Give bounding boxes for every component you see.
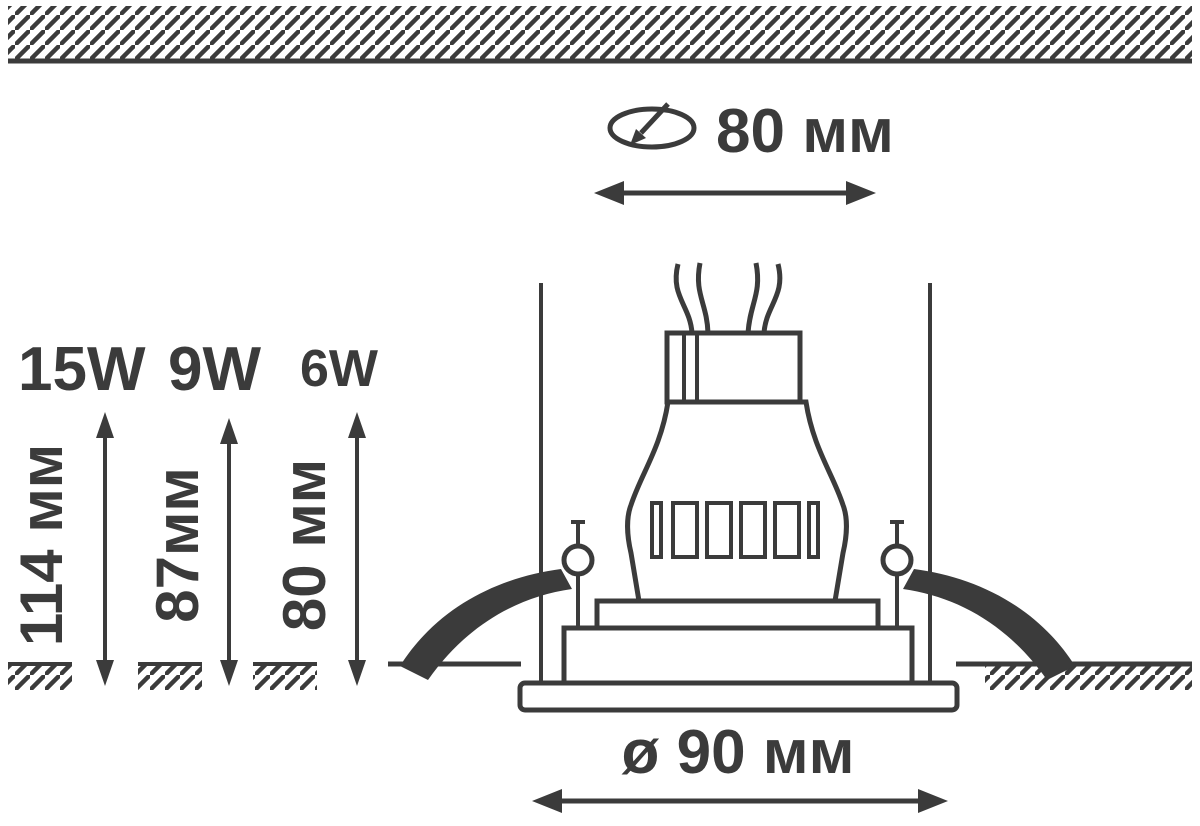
height-label-114mm: 114 мм xyxy=(8,444,75,646)
height-label-87mm: 87мм xyxy=(144,467,211,623)
clip-pivot-circle-left xyxy=(561,543,595,577)
ceiling-hatch-patch xyxy=(253,666,317,690)
spring-arm-right xyxy=(903,569,1075,680)
cutout-width-arrow xyxy=(594,181,876,205)
flange-dimension: ø 90 мм xyxy=(532,718,948,813)
cutout-hole-icon xyxy=(607,102,697,150)
power-wires xyxy=(673,262,783,334)
flange-width-arrow xyxy=(532,789,948,813)
fixture-flange xyxy=(517,680,960,713)
lamp-face-plate xyxy=(594,598,881,631)
lamp-vent-slots xyxy=(650,501,820,559)
fixture xyxy=(517,262,960,713)
power-label-15w: 15W xyxy=(18,335,146,404)
clip-pivot-circle-right xyxy=(880,543,914,577)
height-arrow-114mm xyxy=(96,412,114,686)
flange-diameter-label: ø 90 мм xyxy=(621,718,854,787)
spring-clip-right xyxy=(880,520,1075,680)
ceiling-hatch-patch xyxy=(138,666,202,690)
height-dimensions: 15W 9W 6W 114 мм 87мм 80 мм xyxy=(8,335,379,686)
mounting-clips xyxy=(400,520,1075,680)
ceiling-hatch-patch xyxy=(8,666,72,690)
ceiling-section-bottom xyxy=(8,661,1192,690)
ceiling-hatch-patch xyxy=(985,666,1192,690)
cutout-dimension: 80 мм xyxy=(539,97,932,683)
cutout-diameter-label: 80 мм xyxy=(716,97,894,166)
height-label-80mm: 80 мм xyxy=(271,459,338,631)
height-arrow-80mm xyxy=(348,412,366,686)
spring-clip-left xyxy=(400,520,595,680)
terminal-block xyxy=(664,330,803,405)
power-label-6w: 6W xyxy=(300,340,379,398)
spring-arm-left xyxy=(400,569,572,680)
power-label-9w: 9W xyxy=(168,335,261,404)
ceiling-hatch-band xyxy=(8,6,1192,59)
height-arrow-87mm xyxy=(220,418,238,686)
ceiling-section-top xyxy=(8,6,1192,64)
fixture-housing xyxy=(561,625,915,686)
